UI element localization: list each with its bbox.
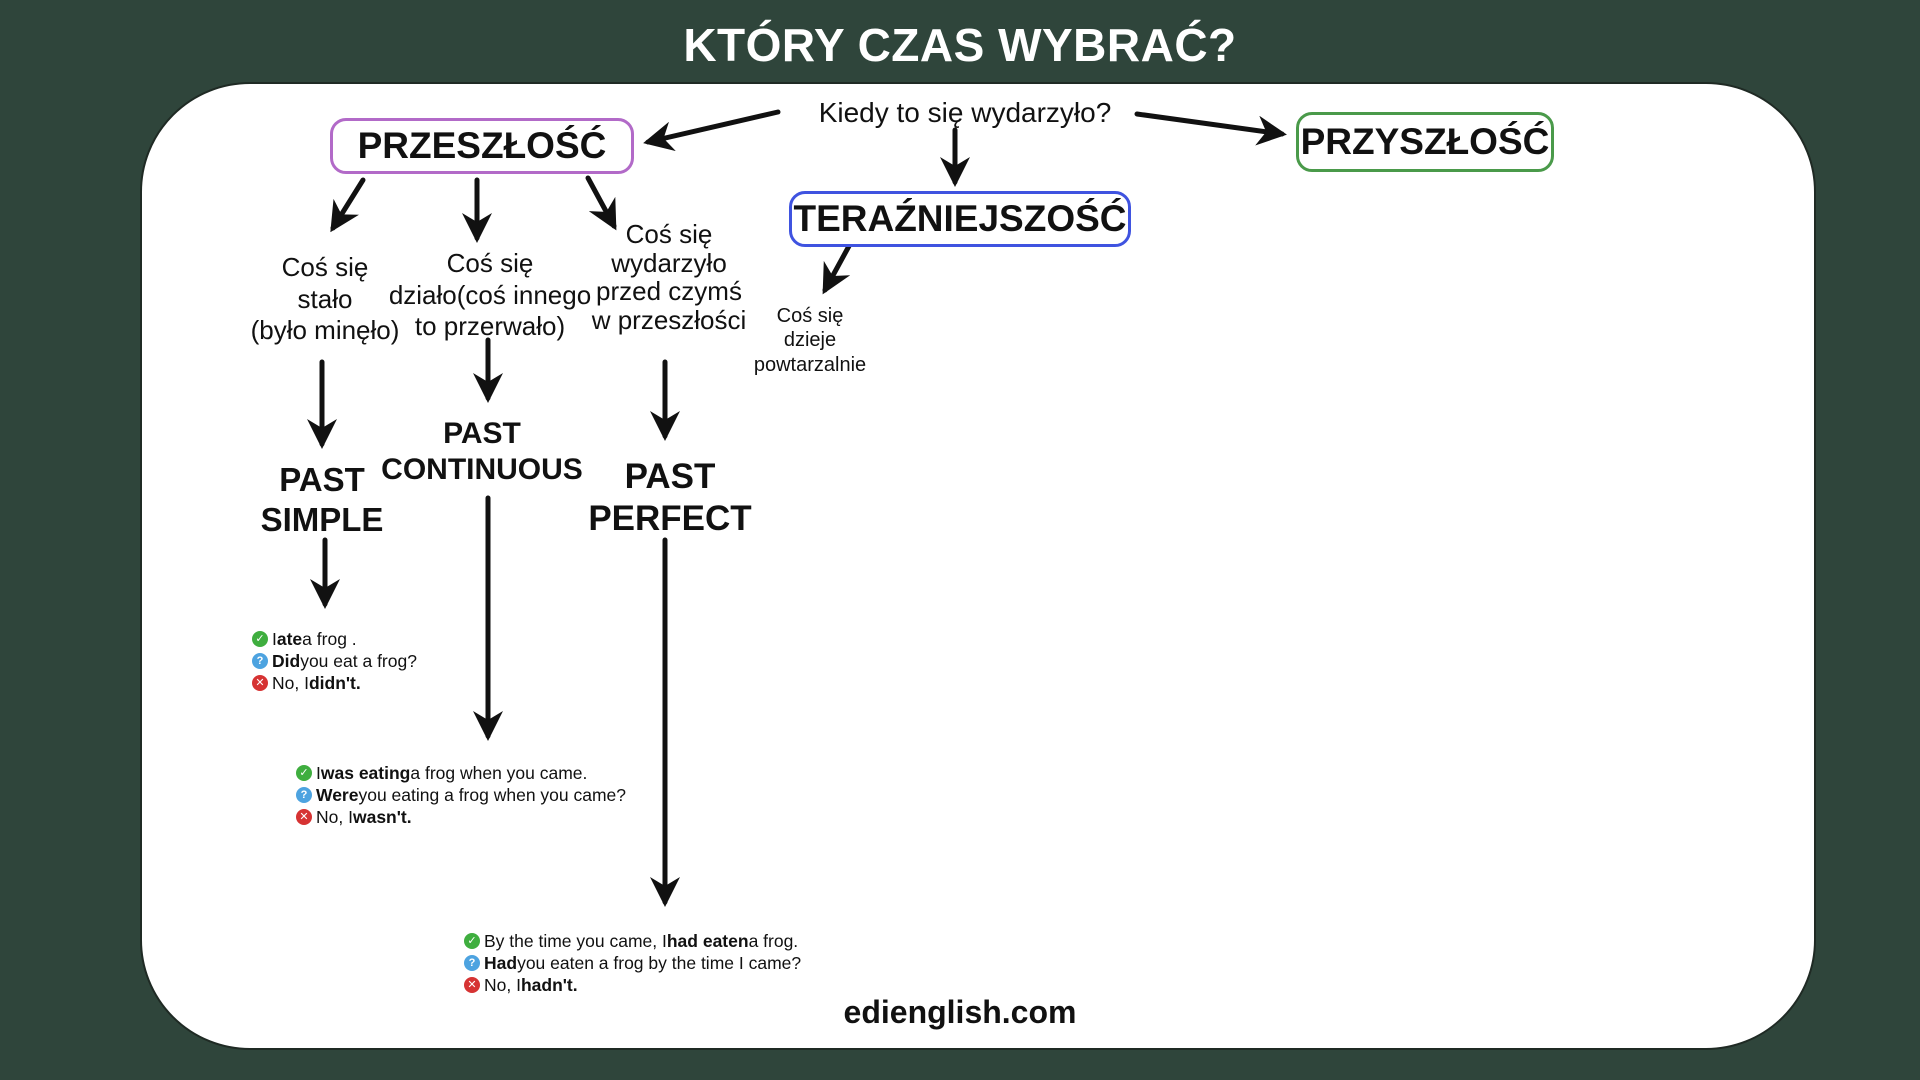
desc-past-simple: Coś się stało (było minęło) bbox=[250, 252, 400, 346]
example-question: ? Were you eating a frog when you came? bbox=[296, 784, 626, 806]
cross-circle-icon: ✕ bbox=[252, 675, 268, 691]
question-circle-icon: ? bbox=[296, 787, 312, 803]
cross-circle-icon: ✕ bbox=[296, 809, 312, 825]
examples-past-perfect: ✓ By the time you came, I had eaten a fr… bbox=[464, 930, 801, 996]
tense-past-continuous: PAST CONTINUOUS bbox=[381, 417, 583, 486]
question-circle-icon: ? bbox=[252, 653, 268, 669]
node-future: PRZYSZŁOŚĆ bbox=[1296, 112, 1554, 172]
desc-present: Coś się dzieje powtarzalnie bbox=[753, 305, 867, 376]
example-affirmative: ✓ I was eating a frog when you came. bbox=[296, 762, 626, 784]
example-affirmative: ✓ I ate a frog . bbox=[252, 628, 417, 650]
example-affirmative: ✓ By the time you came, I had eaten a fr… bbox=[464, 930, 801, 952]
desc-past-continuous: Coś się działo(coś innego to przerwało) bbox=[388, 248, 592, 342]
example-negative: ✕ No, I hadn't. bbox=[464, 974, 801, 996]
desc-past-perfect: Coś się wydarzyło przed czymś w przeszło… bbox=[591, 219, 747, 335]
tense-past-perfect: PAST PERFECT bbox=[588, 457, 752, 538]
check-circle-icon: ✓ bbox=[296, 765, 312, 781]
node-present: TERAŹNIEJSZOŚĆ bbox=[789, 191, 1131, 247]
tense-past-simple: PAST SIMPLE bbox=[260, 461, 384, 538]
cross-circle-icon: ✕ bbox=[464, 977, 480, 993]
page-title: KTÓRY CZAS WYBRAĆ? bbox=[683, 19, 1237, 71]
example-negative: ✕ No, I didn't. bbox=[252, 672, 417, 694]
example-question: ? Did you eat a frog? bbox=[252, 650, 417, 672]
question-text: Kiedy to się wydarzyło? bbox=[818, 97, 1112, 128]
check-circle-icon: ✓ bbox=[252, 631, 268, 647]
examples-past-simple: ✓ I ate a frog . ? Did you eat a frog? ✕… bbox=[252, 628, 417, 694]
footer-website: edienglish.com bbox=[843, 994, 1077, 1030]
example-negative: ✕ No, I wasn't. bbox=[296, 806, 626, 828]
check-circle-icon: ✓ bbox=[464, 933, 480, 949]
question-circle-icon: ? bbox=[464, 955, 480, 971]
node-past: PRZESZŁOŚĆ bbox=[330, 118, 634, 174]
examples-past-continuous: ✓ I was eating a frog when you came. ? W… bbox=[296, 762, 626, 828]
example-question: ? Had you eaten a frog by the time I cam… bbox=[464, 952, 801, 974]
